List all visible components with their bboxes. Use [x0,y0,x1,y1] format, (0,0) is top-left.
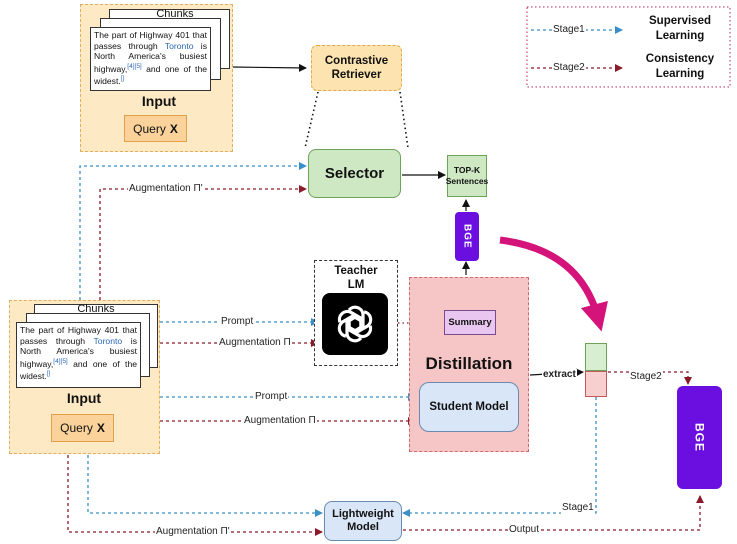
edge-input-to-selector-stage1 [79,162,307,300]
bottom-chunk-card: The part of Highway 401 that passes thro… [16,322,141,388]
legend-stage1-desc: Supervised Learning [649,15,711,42]
edge-retriever-funnel-right [399,91,409,149]
bottom-query-var: X [96,421,105,435]
top-input-title: Input [141,93,177,109]
bottom-chunk-text-a: The part of Highway 401 that passes thro… [20,325,137,346]
bottom-chunk-tail-ref: [] [46,371,51,378]
legend-stage2-desc: Consistency Learning [645,53,715,80]
top-query-label: Query [133,121,166,136]
top-chunk-refs[interactable]: [4][5] [127,62,142,70]
teacher-lm-title: Teacher LM [334,265,378,291]
bge-large-node: BGE [677,386,722,489]
top-query-var: X [169,121,178,136]
output-split-bottom [585,371,607,397]
label-stage1: Stage1 [561,502,595,514]
output-split-top [585,343,607,371]
edge-chunks-to-retriever [231,63,307,72]
edge-input-to-lightweight-stage2 [67,455,323,536]
bottom-chunk-text-c: and one of the widest. [20,358,137,382]
lightweight-model-node: Lightweight Model [324,501,402,541]
edge-stage1-to-lightweight [402,397,597,517]
label-augmentation-student: Augmentation Π [243,415,317,427]
label-prompt-teacher: Prompt [220,316,255,328]
edge-retriever-funnel-left [304,91,319,149]
bge-small-label: BGE [461,224,473,249]
label-stage2: Stage2 [629,371,663,383]
bottom-query-label: Query [60,421,93,435]
magenta-curve-arrow [499,236,608,332]
top-chunk-text-b: is North America's busiest highway, [94,40,208,74]
summary-node: Summary [444,310,496,335]
bottom-chunk-link[interactable]: Toronto [93,335,123,346]
openai-knot-icon [337,305,373,343]
distillation-title: Distillation [425,354,513,373]
bge-large-label: BGE [692,422,707,452]
top-chunks-title: Chunks [156,8,194,20]
topk-node: TOP-K Sentences [446,155,488,197]
top-chunk-card: The part of Highway 401 that passes thro… [90,27,211,91]
selector-node: Selector [308,149,401,198]
edge-input-to-selector-stage2 [99,185,307,300]
label-augmentation-teacher: Augmentation Π [218,337,292,349]
label-augmentation-top: Augmentation Π' [128,183,204,195]
bottom-input-title: Input [66,390,102,406]
bottom-chunks-title: Chunks [77,303,115,315]
bottom-chunk-text-b: is North America's busiest highway, [20,335,138,369]
top-chunk-text-c: and one of the widest. [94,63,207,87]
bottom-chunk-refs[interactable]: [4][5] [53,357,68,365]
top-chunk-link[interactable]: Toronto [164,40,194,51]
label-extract: extract [542,369,577,381]
student-model-node: Student Model [419,382,519,432]
contrastive-retriever-node: Contrastive Retriever [311,45,402,91]
label-augmentation-bottom: Augmentation Π' [155,526,231,538]
edge-input-to-lightweight-stage1 [87,455,323,517]
label-prompt-student: Prompt [254,391,289,403]
bge-small-node: BGE [455,212,479,261]
label-output: Output [508,524,541,536]
openai-logo-icon [322,293,388,355]
top-chunk-text-a: The part of Highway 401 that passes thro… [94,30,207,51]
top-chunk-tail-ref: [] [120,76,125,83]
edge-output-to-bge [403,495,704,531]
legend-stage2-label: Stage2 [552,62,586,74]
legend-stage1-label: Stage1 [552,24,586,36]
